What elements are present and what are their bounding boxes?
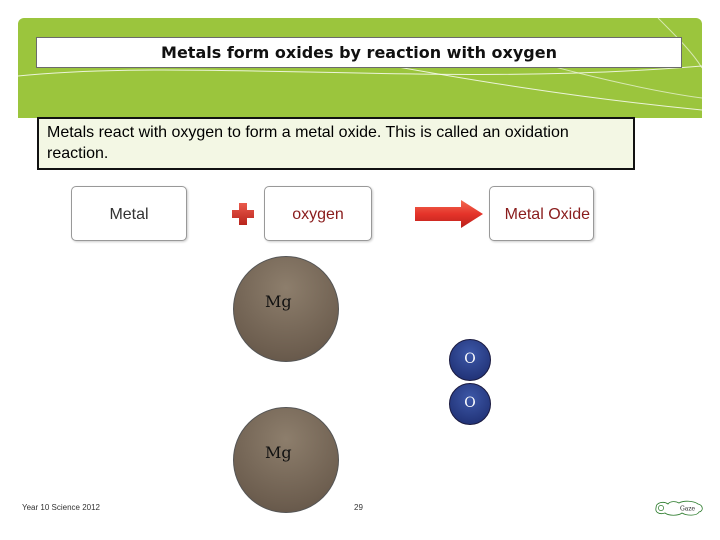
oxygen-atom-label: O <box>449 395 491 411</box>
oxygen-label: oxygen <box>265 206 371 224</box>
metal-oxide-box: Metal Oxide <box>489 186 594 241</box>
right-arrow-icon <box>415 200 483 228</box>
magnesium-atom-label: Mg <box>265 292 292 311</box>
slide-title: Metals form oxides by reaction with oxyg… <box>161 43 557 62</box>
footer-course: Year 10 Science 2012 <box>22 503 100 512</box>
intro-text: Metals react with oxygen to form a metal… <box>47 122 625 164</box>
footer-page-number: 29 <box>354 503 363 512</box>
plus-icon <box>232 203 254 225</box>
metal-label: Metal <box>72 206 186 224</box>
header-decoration <box>18 18 702 118</box>
title-box: Metals form oxides by reaction with oxyg… <box>36 37 682 68</box>
footer-logo-text: Gaze <box>680 506 696 513</box>
oxygen-box: oxygen <box>264 186 372 241</box>
oxygen-atom-label: O <box>449 351 491 367</box>
metal-oxide-label: Metal Oxide <box>490 206 593 224</box>
metal-box: Metal <box>71 186 187 241</box>
magnesium-atom-label: Mg <box>265 443 292 462</box>
intro-box: Metals react with oxygen to form a metal… <box>37 117 635 170</box>
footer-logo: Gaze <box>654 500 704 516</box>
